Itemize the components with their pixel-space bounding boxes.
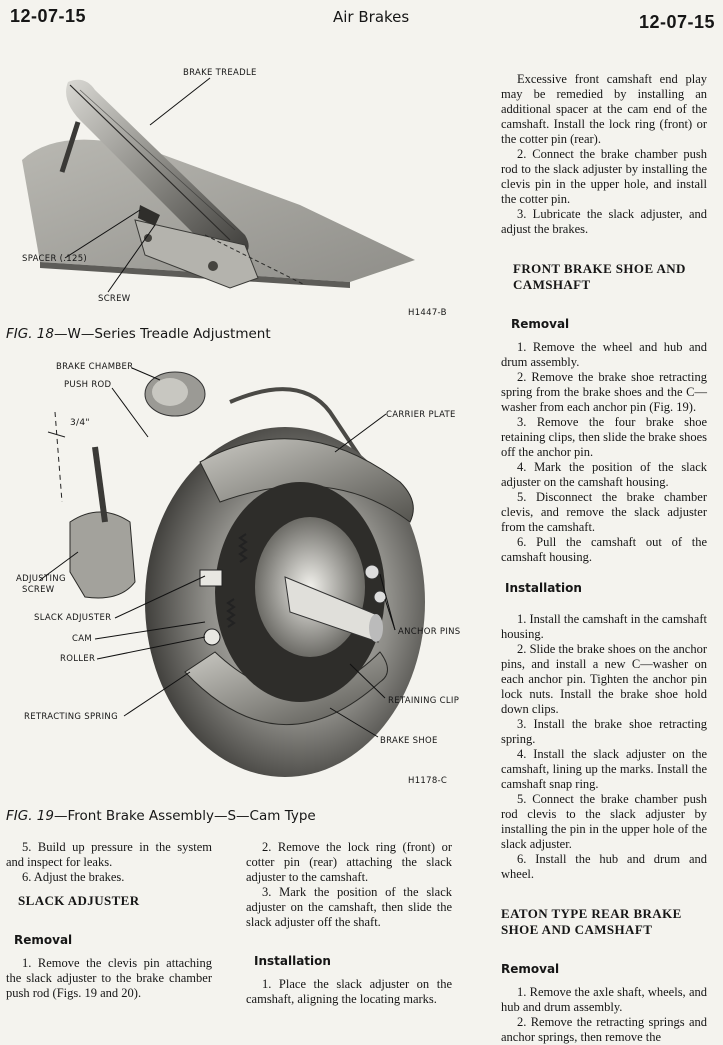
heading-front-brake-shoe: FRONT BRAKE SHOE AND CAMSHAFT — [513, 261, 686, 292]
label-cam: CAM — [72, 634, 92, 644]
page-title: Air Brakes — [333, 8, 410, 26]
left-para-1: 5. Build up pressure in the system and i… — [6, 840, 212, 869]
right-install-5: 5. Connect the brake chamber push rod cl… — [501, 792, 707, 851]
mid-para-3: 1. Place the slack adjuster on the camsh… — [246, 977, 452, 1006]
label-adjusting-screw-line2: SCREW — [22, 585, 55, 595]
mid-para-1: 2. Remove the lock ring (front) or cotte… — [246, 840, 452, 884]
label-retracting-spring: RETRACTING SPRING — [24, 712, 118, 722]
heading-removal-slack: Removal — [14, 933, 73, 947]
figure-18-code: H1447-B — [408, 308, 447, 318]
left-para-2: 6. Adjust the brakes. — [22, 870, 125, 884]
brake-assembly-illustration — [39, 367, 425, 777]
left-column: 5. Build up pressure in the system and i… — [6, 840, 212, 1001]
figure-18-treadle: BRAKE TREADLE SPACER (.125) SCREW H1447-… — [0, 30, 480, 330]
right-eaton-2: 2. Remove the retracting springs and anc… — [501, 1015, 707, 1044]
heading-removal-front: Removal — [511, 317, 570, 331]
figure-19-code: H1178-C — [408, 776, 448, 786]
page-number-left: 12-07-15 — [10, 6, 87, 26]
right-column: Excessive front camshaft end play may be… — [501, 72, 707, 1045]
right-removal-5: 5. Disconnect the brake chamber clevis, … — [501, 490, 707, 534]
label-push-rod: PUSH ROD — [64, 380, 112, 390]
label-anchor-pins: ANCHOR PINS — [398, 627, 461, 637]
label-retaining-clip: RETAINING CLIP — [388, 696, 460, 706]
mid-para-2: 3. Mark the position of the slack adjust… — [246, 885, 452, 929]
heading-removal-eaton: Removal — [501, 962, 560, 976]
label-slack-adjuster: SLACK ADJUSTER — [34, 613, 112, 623]
heading-installation-slack: Installation — [254, 954, 331, 968]
heading-installation-front: Installation — [505, 581, 582, 595]
heading-slack-adjuster: SLACK ADJUSTER — [18, 893, 140, 908]
right-install-2: 2. Slide the brake shoes on the anchor p… — [501, 642, 707, 716]
figure-19-caption-text: —Front Brake Assembly—S—Cam Type — [53, 808, 316, 824]
right-install-1: 1. Install the camshaft in the camshaft … — [501, 612, 707, 641]
label-screw: SCREW — [98, 294, 131, 304]
label-adjusting-screw-line1: ADJUSTING — [16, 574, 66, 584]
right-para-2: 2. Connect the brake chamber push rod to… — [501, 147, 707, 206]
figure-19-brake-assembly: BRAKE CHAMBER PUSH ROD 3/4" CARRIER PLAT… — [0, 352, 480, 802]
label-roller: ROLLER — [60, 654, 96, 664]
right-removal-4: 4. Mark the position of the slack adjust… — [501, 460, 707, 489]
treadle-illustration — [22, 77, 415, 293]
figure-18-caption-text: —W—Series Treadle Adjustment — [53, 326, 271, 342]
left-para-3: 1. Remove the clevis pin attaching the s… — [6, 956, 212, 1000]
right-install-6: 6. Install the hub and drum and wheel. — [501, 852, 707, 881]
figure-19-caption: FIG. 19—Front Brake Assembly—S—Cam Type — [6, 808, 316, 824]
right-para-3: 3. Lubricate the slack adjuster, and adj… — [501, 207, 707, 236]
right-install-3: 3. Install the brake shoe retracting spr… — [501, 717, 707, 746]
heading-eaton-rear: EATON TYPE REAR BRAKE SHOE AND CAMSHAFT — [501, 906, 682, 937]
right-removal-6: 6. Pull the camshaft out of the camshaft… — [501, 535, 707, 564]
right-para-1: Excessive front camshaft end play may be… — [501, 72, 707, 146]
figure-19-number: FIG. 19 — [6, 808, 54, 824]
right-removal-1: 1. Remove the wheel and hub and drum ass… — [501, 340, 707, 369]
figure-18-caption: FIG. 18—W—Series Treadle Adjustment — [6, 326, 271, 342]
right-install-4: 4. Install the slack adjuster on the cam… — [501, 747, 707, 791]
middle-column: 2. Remove the lock ring (front) or cotte… — [246, 840, 452, 1007]
label-carrier-plate: CARRIER PLATE — [386, 410, 456, 420]
page-number-right: 12-07-15 — [638, 12, 715, 32]
label-brake-chamber: BRAKE CHAMBER — [56, 362, 134, 372]
right-removal-3: 3. Remove the four brake shoe retaining … — [501, 415, 707, 459]
label-dimension: 3/4" — [70, 418, 90, 428]
figure-18-number: FIG. 18 — [6, 326, 54, 342]
right-removal-2: 2. Remove the brake shoe retracting spri… — [501, 370, 707, 414]
label-brake-treadle: BRAKE TREADLE — [183, 68, 257, 78]
label-brake-shoe: BRAKE SHOE — [380, 736, 438, 746]
right-eaton-1: 1. Remove the axle shaft, wheels, and hu… — [501, 985, 707, 1014]
label-spacer: SPACER (.125) — [22, 254, 88, 264]
